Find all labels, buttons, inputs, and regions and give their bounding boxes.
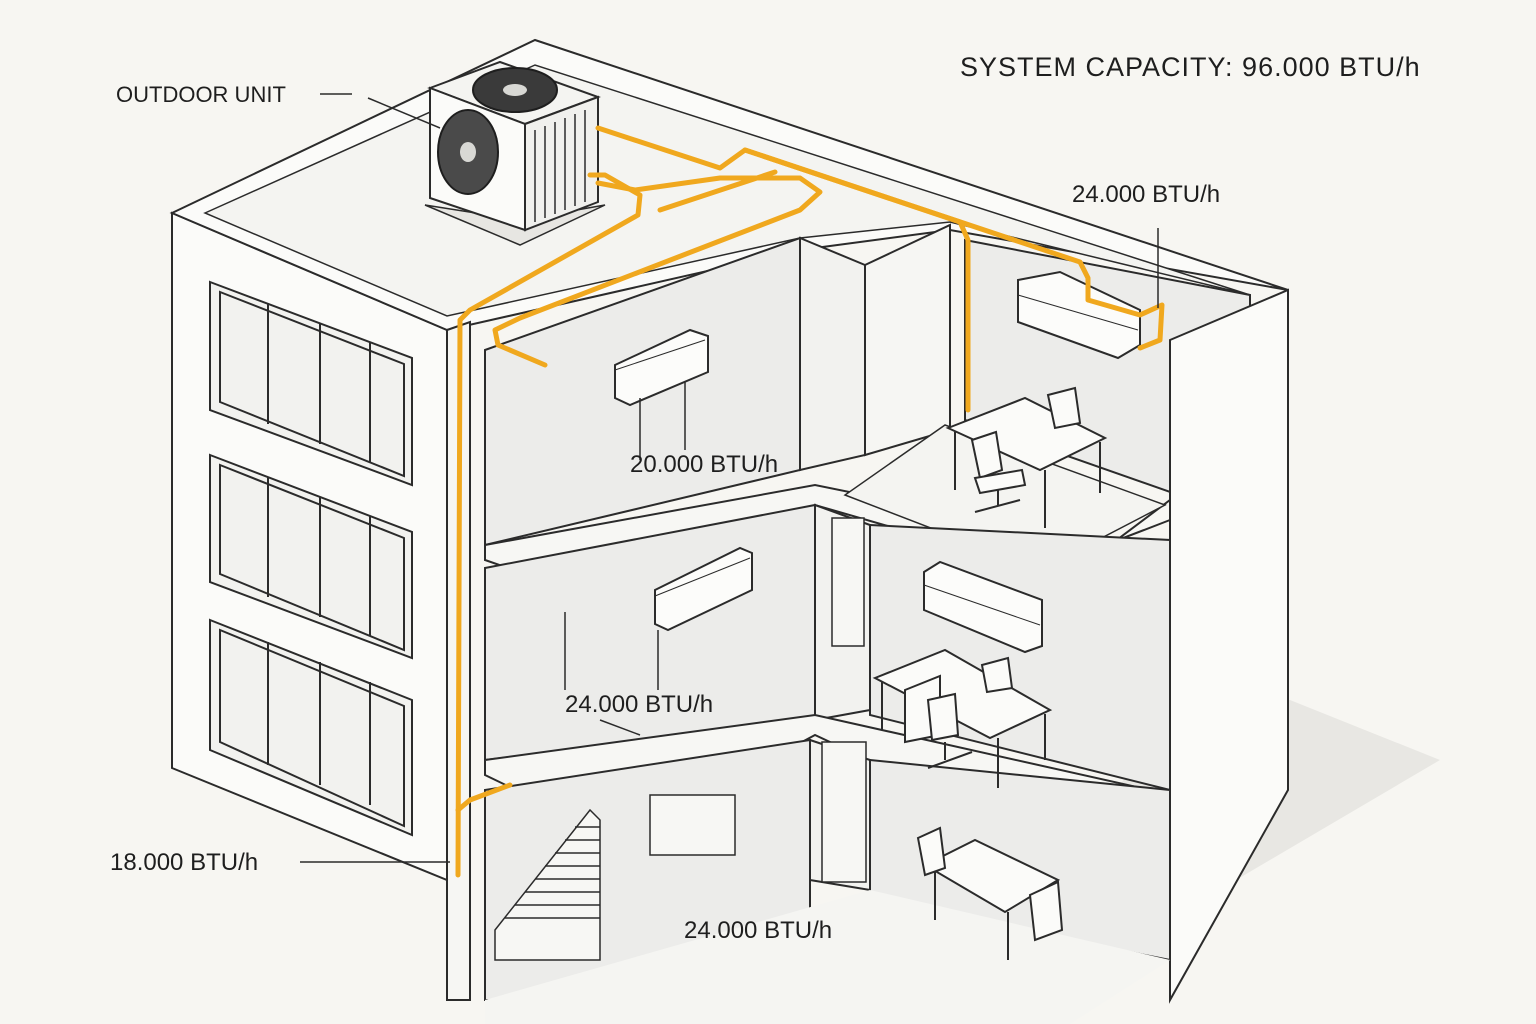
desk-middle-right bbox=[872, 648, 1053, 788]
ground-floor-window bbox=[649, 794, 736, 856]
ground-door bbox=[821, 741, 867, 883]
system-capacity-title: SYSTEM CAPACITY: 96.000 BTU/h bbox=[960, 52, 1421, 82]
capacity-label-top-left: 20.000 BTU/h bbox=[630, 451, 778, 478]
middle-door bbox=[831, 517, 865, 647]
capacity-label-middle-left: 24.000 BTU/h bbox=[565, 691, 713, 718]
desk-top-right bbox=[945, 396, 1108, 528]
outdoor-unit-label: OUTDOOR UNIT bbox=[116, 82, 286, 107]
indoor-unit-top-left bbox=[614, 328, 709, 407]
desk-ground-right bbox=[916, 826, 1064, 960]
top-room-wall-mid bbox=[799, 236, 866, 472]
leader-lines bbox=[300, 93, 1159, 863]
chair-top-right bbox=[970, 386, 1082, 513]
outdoor-unit bbox=[424, 60, 606, 246]
ground-floor bbox=[485, 890, 1170, 1024]
capacity-label-top-right: 24.000 BTU/h bbox=[1072, 181, 1220, 208]
indoor-unit-middle-right bbox=[923, 560, 1043, 654]
capacity-label-ground-left: 18.000 BTU/h bbox=[110, 849, 258, 876]
capacity-label-bottom: 24.000 BTU/h bbox=[684, 917, 832, 944]
staircase bbox=[494, 808, 601, 961]
top-room-column bbox=[864, 223, 951, 457]
indoor-unit-middle-left bbox=[654, 546, 753, 632]
indoor-unit-top-right bbox=[1017, 270, 1141, 360]
windows bbox=[209, 280, 413, 837]
refrigerant-pipes bbox=[455, 125, 1165, 878]
right-outer-wall bbox=[1169, 288, 1289, 1004]
